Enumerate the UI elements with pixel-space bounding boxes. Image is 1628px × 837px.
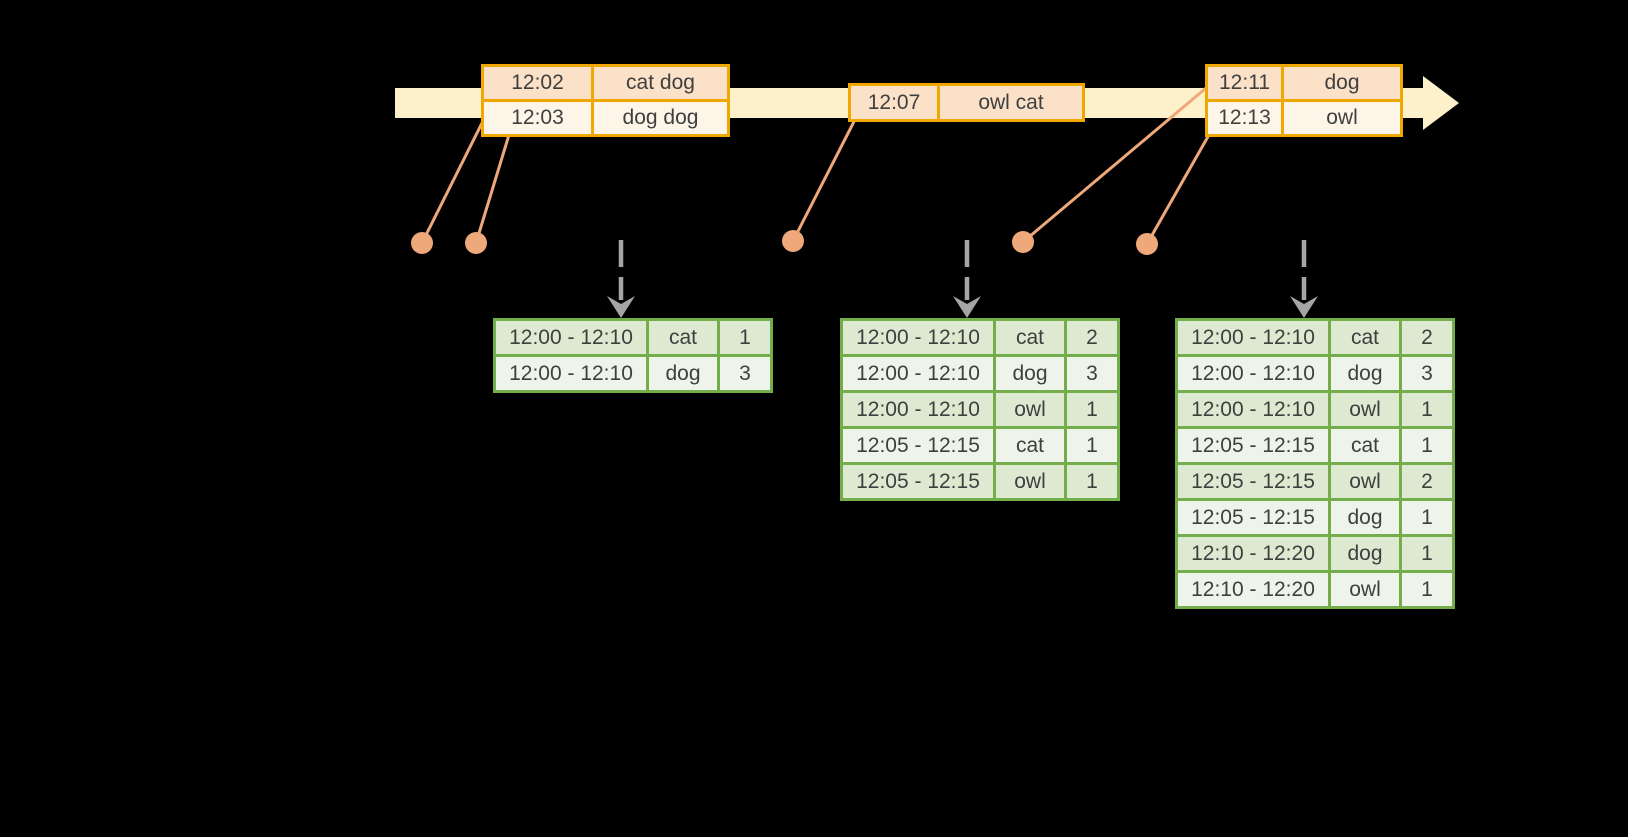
table-cell: 12:05 - 12:15 <box>840 462 996 501</box>
table-cell: 12:03 <box>481 99 594 137</box>
event-connector-line <box>1145 125 1216 245</box>
table-cell: 1 <box>717 318 773 357</box>
table-cell: 1 <box>1064 390 1120 429</box>
event-dot <box>1012 231 1034 253</box>
table-cell: 1 <box>1064 462 1120 501</box>
table-cell: owl <box>993 462 1067 501</box>
table-cell: 2 <box>1399 462 1455 501</box>
table-cell: 1 <box>1064 426 1120 465</box>
table-cell: owl <box>1328 462 1402 501</box>
event-dot <box>465 232 487 254</box>
table-cell: 12:00 - 12:10 <box>1175 354 1331 393</box>
event-connector-line <box>474 124 514 244</box>
table-cell: 2 <box>1064 318 1120 357</box>
table-cell: 12:00 - 12:10 <box>493 354 649 393</box>
table-cell: 12:02 <box>481 64 594 102</box>
table-cell: dog <box>646 354 720 393</box>
event-connector-line <box>791 101 866 242</box>
table-cell: cat dog <box>591 64 730 102</box>
table-cell: cat <box>646 318 720 357</box>
table-cell: dog <box>1328 534 1402 573</box>
table-cell: cat <box>1328 426 1402 465</box>
event-dot <box>1136 233 1158 255</box>
table-cell: cat <box>993 318 1067 357</box>
table-cell: dog dog <box>591 99 730 137</box>
table-cell: 1 <box>1399 570 1455 609</box>
table-cell: dog <box>993 354 1067 393</box>
table-cell: 12:07 <box>848 83 940 122</box>
trigger-arrowhead-icon <box>953 296 981 318</box>
event-dot <box>411 232 433 254</box>
table-cell: 12:10 - 12:20 <box>1175 570 1331 609</box>
table-cell: 3 <box>717 354 773 393</box>
table-cell: owl <box>993 390 1067 429</box>
table-cell: cat <box>993 426 1067 465</box>
table-cell: 12:13 <box>1205 99 1284 137</box>
table-cell: 1 <box>1399 534 1455 573</box>
table-cell: 12:00 - 12:10 <box>840 318 996 357</box>
table-cell: dog <box>1328 498 1402 537</box>
table-cell: 12:00 - 12:10 <box>840 390 996 429</box>
table-cell: 12:00 - 12:10 <box>1175 318 1331 357</box>
table-cell: 1 <box>1399 498 1455 537</box>
table-cell: 12:00 - 12:10 <box>840 354 996 393</box>
table-cell: owl <box>1328 390 1402 429</box>
table-cell: owl cat <box>937 83 1085 122</box>
table-cell: 1 <box>1399 390 1455 429</box>
table-cell: cat <box>1328 318 1402 357</box>
table-cell: 12:00 - 12:10 <box>1175 390 1331 429</box>
table-cell: 12:05 - 12:15 <box>1175 426 1331 465</box>
table-cell: 12:11 <box>1205 64 1284 102</box>
table-cell: 12:10 - 12:20 <box>1175 534 1331 573</box>
table-cell: 2 <box>1399 318 1455 357</box>
table-cell: owl <box>1281 99 1403 137</box>
table-cell: 3 <box>1399 354 1455 393</box>
table-cell: dog <box>1328 354 1402 393</box>
trigger-arrowhead-icon <box>1290 296 1318 318</box>
trigger-arrowhead-icon <box>607 296 635 318</box>
table-cell: 12:05 - 12:15 <box>1175 462 1331 501</box>
table-cell: 12:00 - 12:10 <box>493 318 649 357</box>
table-cell: owl <box>1328 570 1402 609</box>
table-cell: dog <box>1281 64 1403 102</box>
table-cell: 1 <box>1399 426 1455 465</box>
table-cell: 12:05 - 12:15 <box>1175 498 1331 537</box>
event-dot <box>782 230 804 252</box>
timeline-arrowhead-icon <box>1423 76 1459 130</box>
table-cell: 3 <box>1064 354 1120 393</box>
table-cell: 12:05 - 12:15 <box>840 426 996 465</box>
